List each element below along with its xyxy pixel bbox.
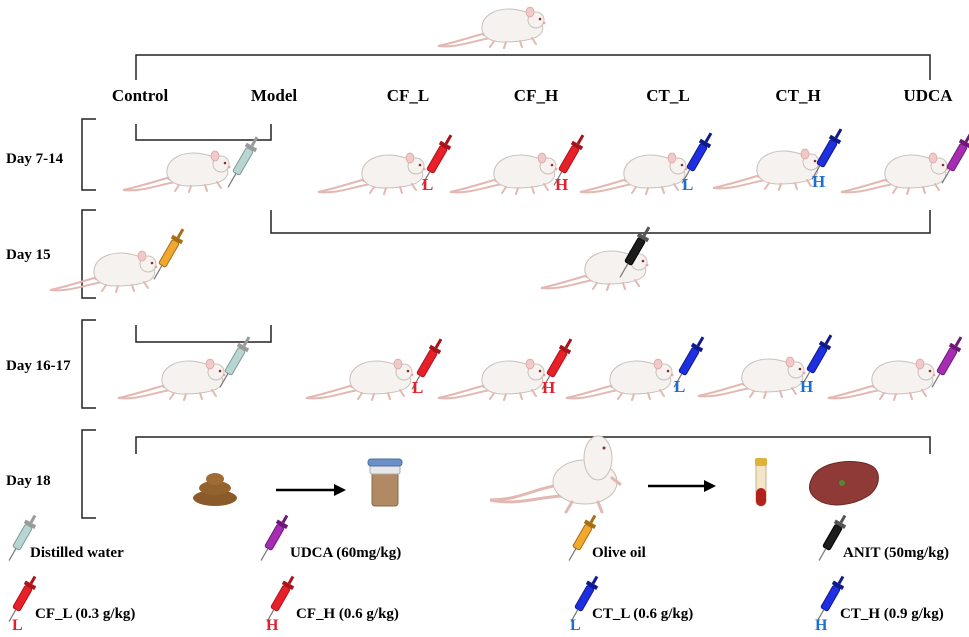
legend: Distilled water UDCA (60mg/kg) Olive oil… <box>8 514 949 634</box>
dose-letter-l: L <box>412 378 423 397</box>
rat-icon <box>317 152 427 195</box>
group-label-control: Control <box>112 86 169 105</box>
legend-label-distilled-water: Distilled water <box>30 545 124 561</box>
legend-dose-letter: H <box>815 617 828 634</box>
liver-icon <box>809 461 879 506</box>
syringe-icon <box>801 334 833 386</box>
control-model-bracket-day16 <box>135 325 272 343</box>
day18-bracket <box>135 436 931 454</box>
legend-label-ct-l: CT_L (0.6 g/kg) <box>592 606 693 622</box>
syringe-icon <box>411 338 443 390</box>
dose-letter-h: H <box>555 175 568 194</box>
legend-label-udca: UDCA (60mg/kg) <box>290 545 401 561</box>
legend-dose-letter: L <box>12 617 23 634</box>
syringe-icon <box>541 338 573 390</box>
syringe-icon <box>619 226 651 278</box>
day-bracket-16-17 <box>81 319 96 409</box>
day-bracket-7-14 <box>81 118 96 191</box>
rat-icon <box>840 152 950 195</box>
syringe-icon <box>568 514 597 561</box>
syringe-icon <box>553 134 585 186</box>
rat-icon <box>697 356 807 399</box>
rat-icon <box>565 358 675 401</box>
dose-letter-l: L <box>682 175 693 194</box>
day-label-15: Day 15 <box>6 247 51 263</box>
group-label-ct-h: CT_H <box>775 86 820 105</box>
syringe-icon <box>818 514 847 561</box>
syringe-icon <box>260 514 289 561</box>
syringe-icon <box>421 134 453 186</box>
group-label-cf-l: CF_L <box>387 86 430 105</box>
control-model-bracket-day7 <box>135 124 272 141</box>
rat-icon <box>122 150 232 193</box>
top-bracket <box>135 54 931 80</box>
model-anit-bracket-day15 <box>270 210 931 234</box>
syringe-icon <box>673 336 705 388</box>
syringe-icon <box>8 514 37 561</box>
syringe-icon <box>153 228 185 280</box>
rat-icon <box>449 152 559 195</box>
legend-label-olive-oil: Olive oil <box>592 545 646 561</box>
syringe-icon <box>266 575 295 622</box>
sample-jar-icon <box>367 458 403 507</box>
legend-label-cf-h: CF_H (0.6 g/kg) <box>296 606 399 622</box>
group-label-udca: UDCA <box>903 86 953 105</box>
dose-letter-l: L <box>422 175 433 194</box>
blood-tube-icon <box>755 458 767 507</box>
rat-icon <box>579 152 689 195</box>
dose-letter-h: H <box>800 377 813 396</box>
dose-letter-h: H <box>542 378 555 397</box>
rat-icon <box>117 358 227 401</box>
feces-icon <box>193 473 237 506</box>
group-label-cf-h: CF_H <box>514 86 558 105</box>
day-bracket-18 <box>81 429 96 519</box>
syringe-icon <box>811 128 843 180</box>
group-label-model: Model <box>251 86 298 105</box>
group-label-ct-l: CT_L <box>646 86 689 105</box>
day-bracket-15 <box>81 209 96 299</box>
legend-dose-letter: L <box>570 617 581 634</box>
syringe-icon <box>816 575 845 622</box>
rat-icon <box>305 358 415 401</box>
syringe-icon <box>219 336 251 388</box>
legend-dose-letter: H <box>266 617 279 634</box>
legend-label-ct-h: CT_H (0.9 g/kg) <box>840 606 944 622</box>
dose-letter-l: L <box>674 377 685 396</box>
syringe-icon <box>8 575 37 622</box>
syringe-icon <box>570 575 599 622</box>
syringe-icon <box>941 132 969 184</box>
rat-icon <box>712 148 822 191</box>
syringe-icon <box>227 136 259 188</box>
day-label-18: Day 18 <box>6 473 51 489</box>
syringe-icon <box>681 132 713 184</box>
legend-label-cf-l: CF_L (0.3 g/kg) <box>35 606 135 622</box>
arrow-icon <box>648 480 716 492</box>
day-label-7-14: Day 7-14 <box>6 151 64 167</box>
rat-icon <box>437 6 547 49</box>
rat-icon <box>489 435 622 514</box>
day-label-16-17: Day 16-17 <box>6 358 71 374</box>
rat-icon <box>827 358 937 401</box>
rat-icon <box>437 358 547 401</box>
legend-label-anit: ANIT (50mg/kg) <box>843 545 949 561</box>
arrow-icon <box>276 484 346 496</box>
rat-icon <box>49 250 159 293</box>
dose-letter-h: H <box>812 172 825 191</box>
syringe-icon <box>931 336 963 388</box>
